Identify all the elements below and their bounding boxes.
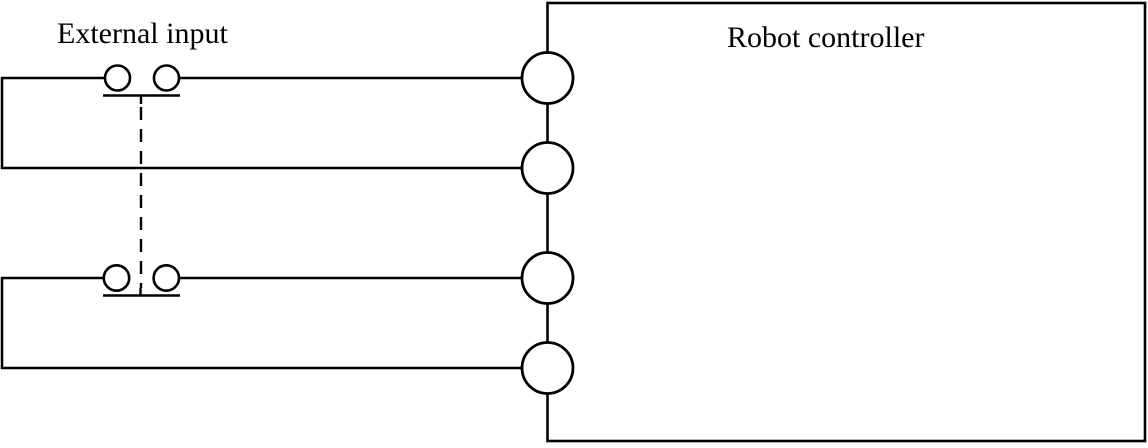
controller-terminal-2 xyxy=(520,141,575,195)
wire-bottom-circuit-return-loop xyxy=(0,276,548,370)
robot-controller-label: Robot controller xyxy=(727,21,925,54)
circuit-wires xyxy=(0,76,548,370)
controller-terminal-3 xyxy=(520,251,575,305)
external-input-contact-2 xyxy=(102,263,181,297)
controller-terminals xyxy=(520,51,575,395)
contact-2-right-terminal xyxy=(152,263,181,292)
controller-terminal-4 xyxy=(520,341,575,395)
contact-1-right-terminal xyxy=(152,64,181,92)
external-input-label: External input xyxy=(57,17,228,50)
mechanical-linkage xyxy=(139,95,143,296)
contact-2-left-terminal xyxy=(102,263,131,292)
external-input-contact-1 xyxy=(103,64,181,97)
wire-top-circuit-return-loop xyxy=(0,76,548,170)
robot-controller-box xyxy=(546,1,1147,443)
contact-1-left-terminal xyxy=(103,64,132,92)
controller-terminal-1 xyxy=(520,51,575,105)
